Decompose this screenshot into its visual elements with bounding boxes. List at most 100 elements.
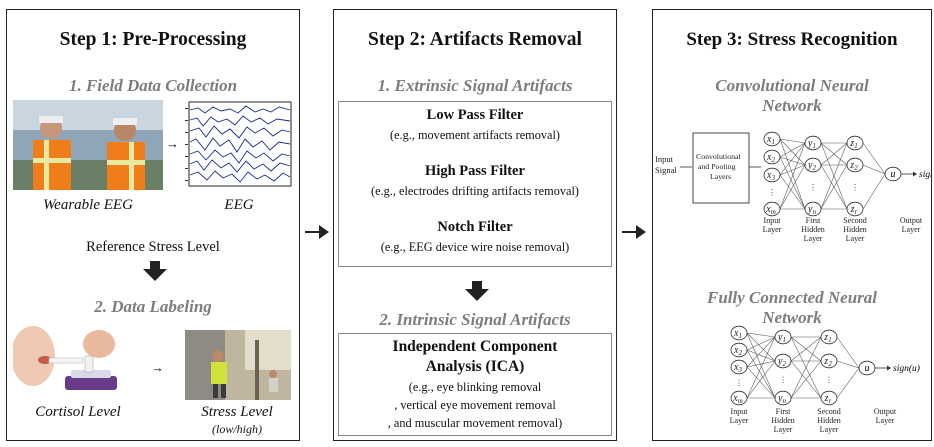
network-edge [790,336,822,362]
cortisol-sample-photo [13,326,143,400]
cortisol-level-caption: Cortisol Level [35,404,121,420]
ellipsis-dots: ⋮ [851,183,859,192]
low-pass-filter-label: Low Pass Filter [426,107,524,123]
stress-level-range: (low/high) [212,422,262,436]
node-y-label: yn [777,393,786,405]
input-signal-label-1: Input [655,154,674,164]
node-z-label: z1 [849,138,857,150]
node-x-circle [730,359,748,375]
node-x-label: x1 [766,134,775,146]
output-layer-label: Output [900,216,923,225]
node-y-circle [774,329,792,345]
node-y-label: y2 [777,356,786,368]
node-x-label: xm [732,393,743,405]
network-edge [779,156,806,210]
first-hidden-layer-label: First [806,216,821,225]
node-y-circle [804,157,822,173]
sign-function-label: sign(u) [919,169,931,180]
filters-box: Low Pass Filter (e.g., movement artifact… [338,101,612,267]
node-z-circle [820,329,838,345]
step3-panel: Step 3: Stress Recognition Convolutional… [652,9,932,441]
eeg-caption: EEG [224,197,254,213]
output-layer-label: Layer [876,416,895,425]
node-x-circle [763,167,781,183]
data-labeling-heading: 2. Data Labeling [94,297,212,316]
wearable-eeg-caption: Wearable EEG [43,197,133,213]
network-edge [779,142,806,210]
network-edge [779,156,806,166]
down-arrow-icon [143,261,167,286]
node-x-label: x2 [766,152,775,164]
network-edge [790,360,822,399]
node-y-label: y1 [807,138,816,150]
network-edge [746,360,776,368]
fc-heading-line1: Fully Connected Neural [706,288,877,307]
network-edge [779,174,806,210]
output-node-label: u [865,363,870,374]
step2-panel: Step 2: Artifacts Removal 1. Extrinsic S… [333,9,617,441]
network-edge [862,164,886,175]
network-edge [779,142,806,158]
node-x-circle [730,342,748,358]
ica-desc-line3: , and muscular movement removal) [387,416,563,430]
network-edge [779,138,806,144]
node-x-label: x3 [733,362,742,374]
high-pass-filter-label: High Pass Filter [425,163,525,179]
network-edge [820,164,848,210]
high-pass-filter-desc: (e.g., electrodes drifting artifacts rem… [371,184,579,198]
right-arrow-icon: → [166,136,179,151]
input-layer-label: Input [764,216,782,225]
node-y-label: yn [807,204,816,216]
notch-filter-label: Notch Filter [437,219,513,235]
network-edge [836,360,860,369]
network-edge [779,138,806,210]
network-edge [746,332,776,399]
right-arrow-icon [305,225,329,244]
network-edge [836,367,860,399]
field-data-collection-heading: 1. Field Data Collection [68,76,238,95]
input-layer-label: Input [731,407,749,416]
ellipsis-dots: ⋮ [809,183,817,192]
network-edge [862,142,886,175]
network-edge [779,164,806,176]
conv-box-line3: Layers [710,172,731,181]
second-hidden-layer-label: Hidden [817,416,841,425]
input-layer-label: Layer [763,225,782,234]
node-z-label: z2 [849,160,858,172]
ellipsis-dots: ⋮ [779,376,787,385]
node-y-circle [804,135,822,151]
eeg-signal-plot [183,100,295,192]
node-z-label: z2 [823,356,832,368]
network-edge [862,173,886,210]
node-x-circle [730,390,748,406]
network-edge [746,349,776,399]
network-edge [820,142,848,210]
intrinsic-artifacts-heading: 2. Intrinsic Signal Artifacts [379,310,571,329]
node-z-label: z1 [823,332,831,344]
first-hidden-layer-label: Layer [804,234,823,243]
network-edge [779,138,806,166]
ellipsis-dots: ⋮ [735,379,743,388]
node-y-circle [774,390,792,406]
network-edge [746,332,776,338]
output-node-label: u [891,169,896,180]
network-edge [746,349,776,362]
fc-heading-line2: Network [762,308,822,327]
node-y-circle [804,201,822,217]
network-edge [790,336,822,399]
stress-level-photo [185,330,291,400]
output-layer-label: Output [874,407,897,416]
node-y-label: y1 [777,332,786,344]
node-z-label: zr [824,393,832,405]
low-pass-filter-desc: (e.g., movement artifacts removal) [389,128,561,142]
wearable-eeg-photo [13,100,163,190]
right-arrow-icon: → [151,360,164,375]
down-arrow-icon [465,281,489,306]
second-hidden-layer-label: Layer [846,234,865,243]
input-layer-label: Layer [730,416,749,425]
cnn-diagram: Input Signal Convolutional and Pooling L… [655,131,931,243]
node-z-circle [846,135,864,151]
cnn-heading-line2: Network [762,96,822,115]
ellipsis-dots: ⋮ [768,188,776,197]
network-edge [820,142,848,166]
